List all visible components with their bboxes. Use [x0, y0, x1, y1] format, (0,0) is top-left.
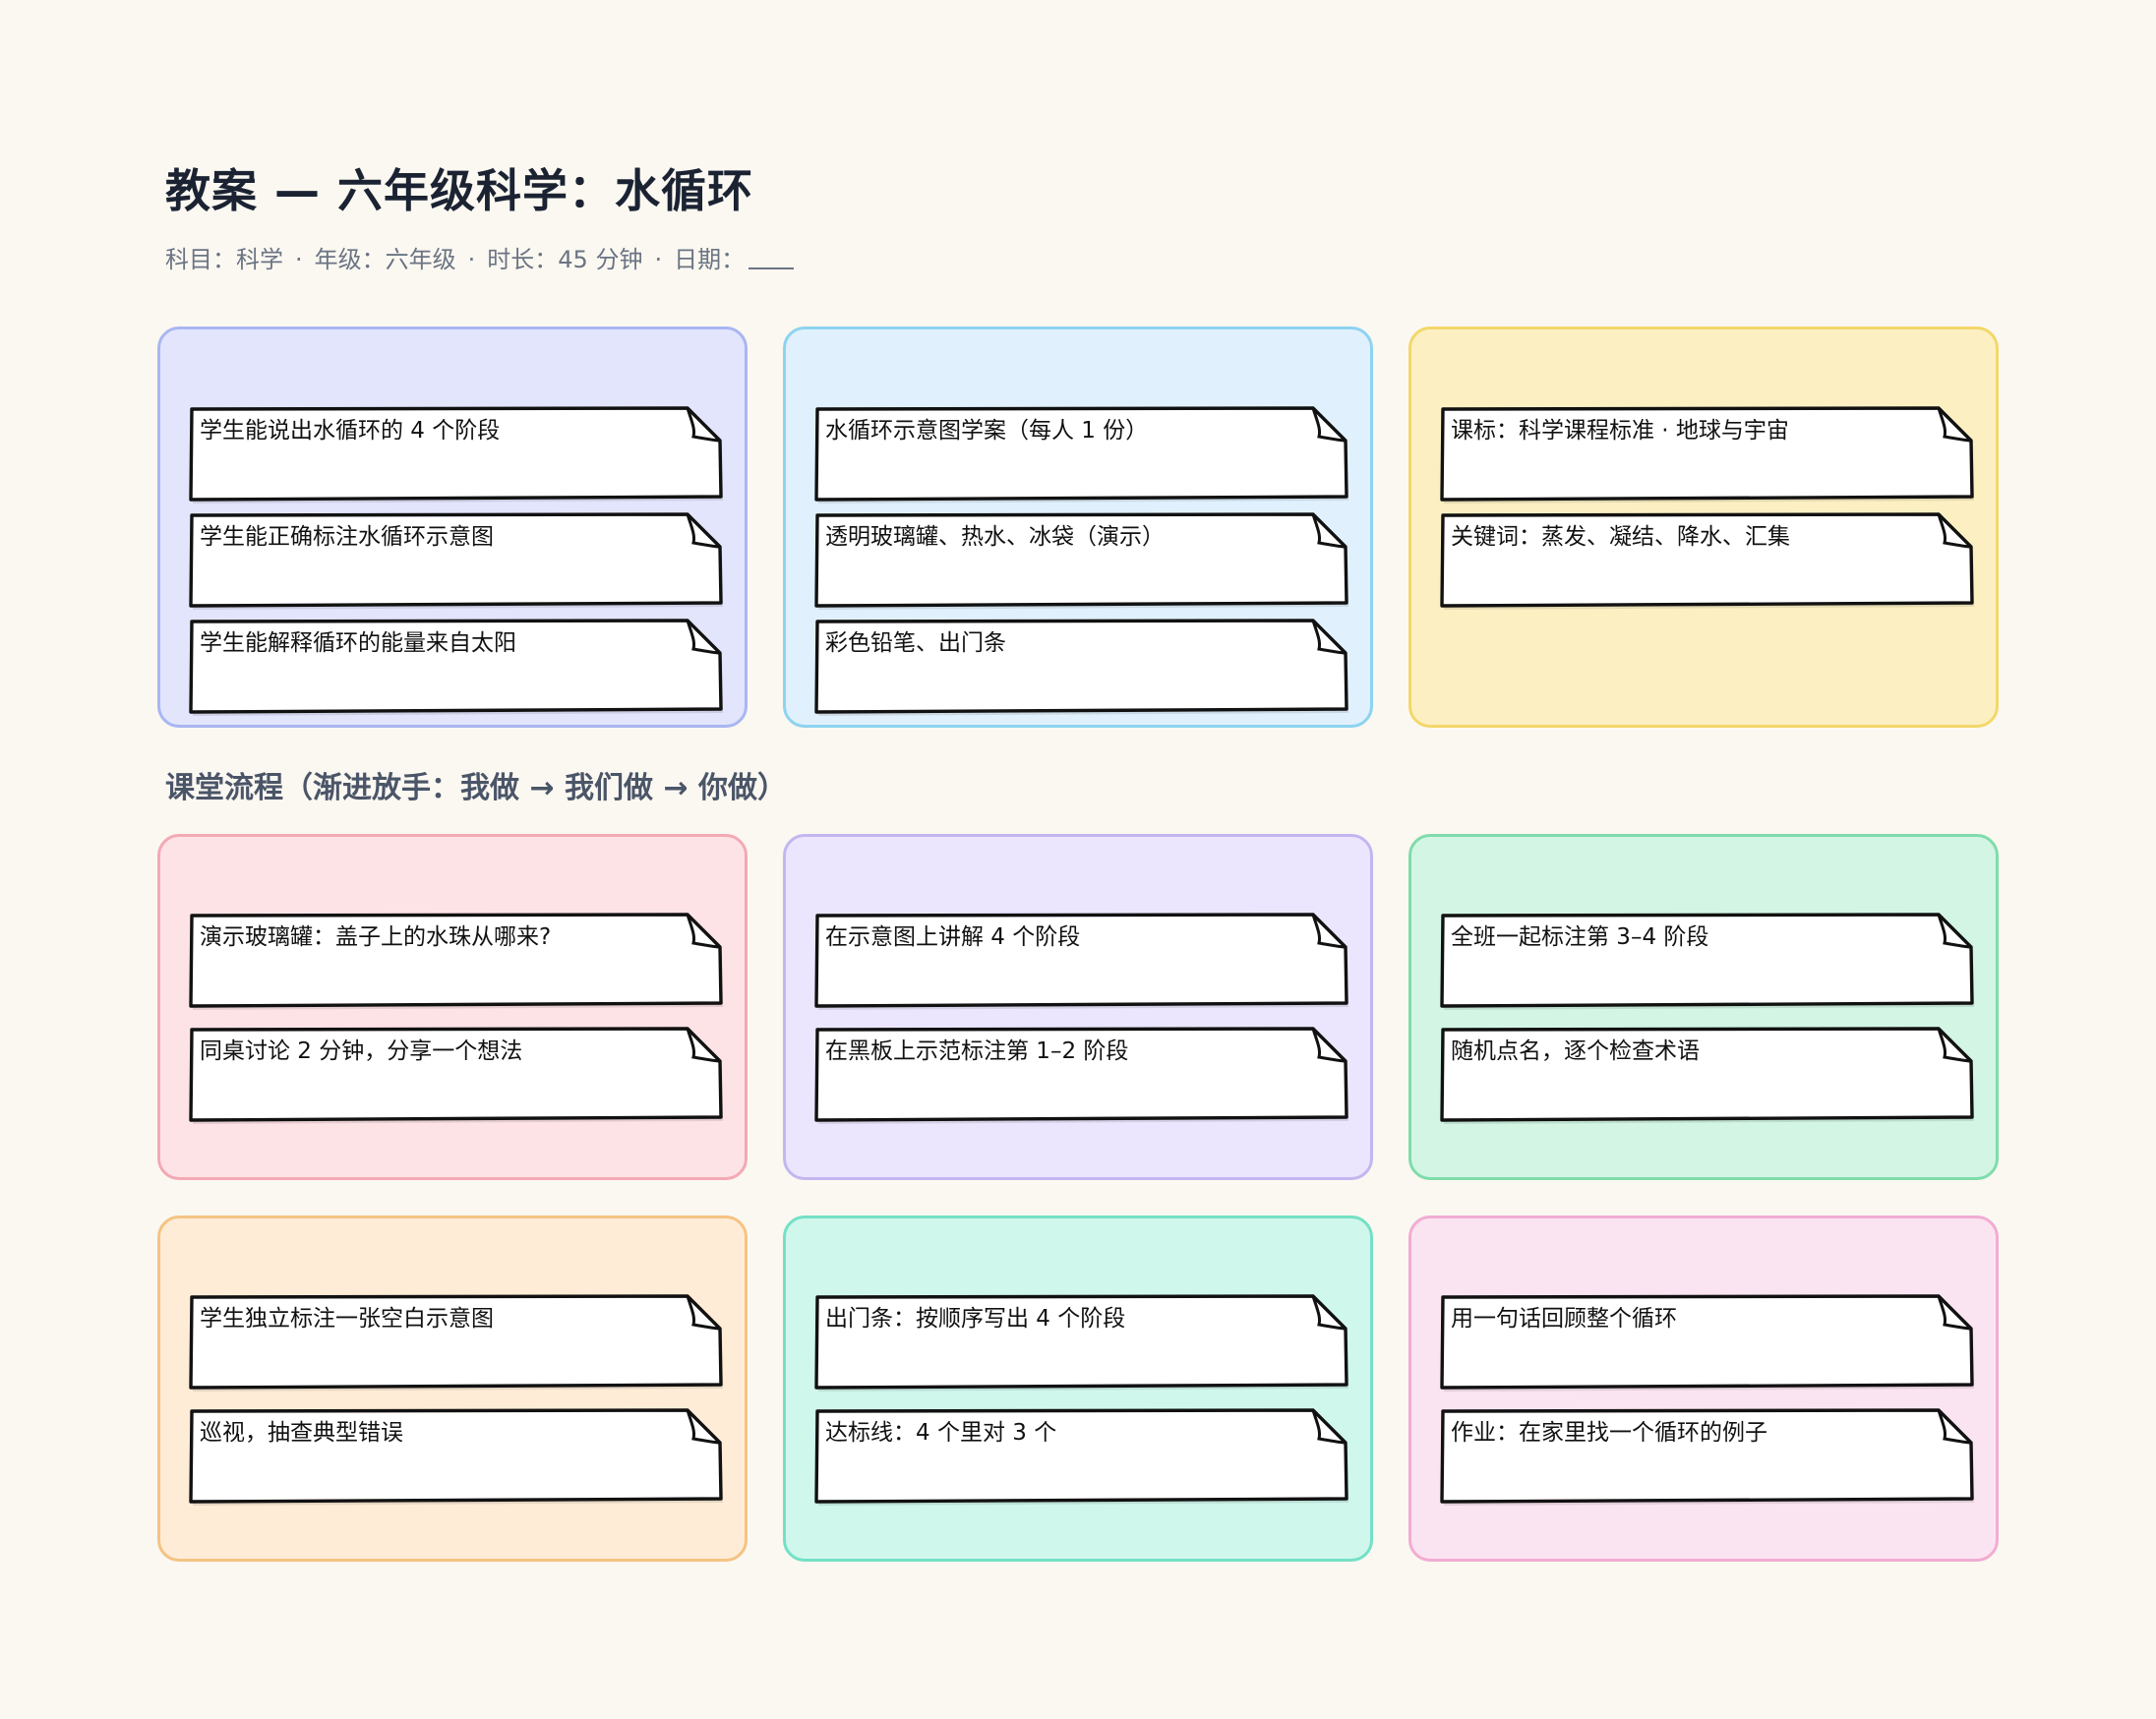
sticky-note-text: 彩色铅笔、出门条: [825, 630, 1006, 656]
note-shape: [189, 512, 723, 610]
sticky-note-text: 学生独立标注一张空白示意图: [200, 1306, 494, 1332]
sticky-note[interactable]: 同桌讨论 2 分钟，分享一个想法: [189, 1027, 723, 1124]
sticky-note[interactable]: 彩色铅笔、出门条: [814, 619, 1348, 716]
note-shape: [1440, 512, 1974, 610]
note-shape: [1440, 406, 1974, 504]
note-shape: [814, 1408, 1348, 1506]
sticky-note[interactable]: 水循环示意图学案（每人 1 份）: [814, 406, 1348, 504]
lesson-board-7: 学生独立标注一张空白示意图巡视，抽查典型错误: [157, 1215, 748, 1562]
note-shape: [189, 406, 723, 504]
sticky-note[interactable]: 在黑板上示范标注第 1–2 阶段: [814, 1027, 1348, 1124]
meta-duration: 时长：45 分钟: [487, 246, 643, 273]
sticky-note[interactable]: 巡视，抽查典型错误: [189, 1408, 723, 1506]
flow-heading: 课堂流程（渐进放手：我做 → 我们做 → 你做）: [165, 771, 788, 805]
meta-subject: 科目：科学: [165, 246, 283, 273]
lesson-board-5: 在示意图上讲解 4 个阶段在黑板上示范标注第 1–2 阶段: [783, 834, 1373, 1180]
sticky-note[interactable]: 学生能解释循环的能量来自太阳: [189, 619, 723, 716]
note-shape: [814, 406, 1348, 504]
meta-separator: ·: [467, 246, 476, 273]
note-shape: [814, 619, 1348, 716]
sticky-note[interactable]: 透明玻璃罐、热水、冰袋（演示）: [814, 512, 1348, 610]
sticky-note[interactable]: 演示玻璃罐：盖子上的水珠从哪来?: [189, 913, 723, 1010]
sticky-note-text: 学生能正确标注水循环示意图: [200, 524, 494, 550]
sticky-note[interactable]: 学生能说出水循环的 4 个阶段: [189, 406, 723, 504]
note-shape: [1440, 1408, 1974, 1506]
sticky-note-text: 课标：科学课程标准 · 地球与宇宙: [1451, 418, 1789, 444]
lesson-board-1: 学生能说出水循环的 4 个阶段学生能正确标注水循环示意图学生能解释循环的能量来自…: [157, 326, 748, 728]
note-shape: [189, 1027, 723, 1124]
note-shape: [1440, 1027, 1974, 1124]
sticky-note[interactable]: 关键词：蒸发、凝结、降水、汇集: [1440, 512, 1974, 610]
note-shape: [814, 1027, 1348, 1124]
sticky-note-text: 学生能解释循环的能量来自太阳: [200, 630, 516, 656]
lesson-board-8: 出门条：按顺序写出 4 个阶段达标线：4 个里对 3 个: [783, 1215, 1373, 1562]
sticky-note-text: 用一句话回顾整个循环: [1451, 1306, 1677, 1332]
note-shape: [1440, 1294, 1974, 1392]
page-title: 教案 — 六年级科学：水循环: [165, 164, 754, 217]
sticky-note-text: 出门条：按顺序写出 4 个阶段: [825, 1306, 1126, 1332]
note-shape: [189, 913, 723, 1010]
date-blank-field[interactable]: [749, 267, 795, 269]
lesson-meta: 科目：科学 · 年级：六年级 · 时长：45 分钟 · 日期：: [165, 240, 795, 274]
sticky-note[interactable]: 在示意图上讲解 4 个阶段: [814, 913, 1348, 1010]
sticky-note[interactable]: 全班一起标注第 3–4 阶段: [1440, 913, 1974, 1010]
lesson-board-9: 用一句话回顾整个循环作业：在家里找一个循环的例子: [1408, 1215, 1999, 1562]
lesson-board-6: 全班一起标注第 3–4 阶段随机点名，逐个检查术语: [1408, 834, 1999, 1180]
meta-separator: ·: [295, 246, 303, 273]
sticky-note-text: 在黑板上示范标注第 1–2 阶段: [825, 1038, 1129, 1064]
sticky-note[interactable]: 随机点名，逐个检查术语: [1440, 1027, 1974, 1124]
note-shape: [814, 512, 1348, 610]
sticky-note[interactable]: 出门条：按顺序写出 4 个阶段: [814, 1294, 1348, 1392]
sticky-note[interactable]: 达标线：4 个里对 3 个: [814, 1408, 1348, 1506]
meta-date: 日期：: [674, 246, 746, 273]
lesson-board-3: 课标：科学课程标准 · 地球与宇宙关键词：蒸发、凝结、降水、汇集: [1408, 326, 1999, 728]
sticky-note-text: 关键词：蒸发、凝结、降水、汇集: [1451, 524, 1790, 550]
sticky-note[interactable]: 学生能正确标注水循环示意图: [189, 512, 723, 610]
note-shape: [814, 1294, 1348, 1392]
sticky-note-text: 巡视，抽查典型错误: [200, 1420, 403, 1446]
sticky-note-text: 同桌讨论 2 分钟，分享一个想法: [200, 1038, 523, 1064]
meta-grade: 年级：六年级: [314, 246, 456, 273]
sticky-note-text: 达标线：4 个里对 3 个: [825, 1420, 1057, 1446]
note-shape: [189, 1408, 723, 1506]
note-shape: [1440, 913, 1974, 1010]
note-shape: [814, 913, 1348, 1010]
note-shape: [189, 619, 723, 716]
sticky-note[interactable]: 课标：科学课程标准 · 地球与宇宙: [1440, 406, 1974, 504]
sticky-note-text: 在示意图上讲解 4 个阶段: [825, 924, 1081, 950]
meta-separator: ·: [654, 246, 663, 273]
sticky-note[interactable]: 学生独立标注一张空白示意图: [189, 1294, 723, 1392]
lesson-board-2: 水循环示意图学案（每人 1 份） 透明玻璃罐、热水、冰袋（演示） 彩色铅笔、出门条: [783, 326, 1373, 728]
sticky-note-text: 透明玻璃罐、热水、冰袋（演示）: [825, 524, 1165, 550]
sticky-note-text: 全班一起标注第 3–4 阶段: [1451, 924, 1709, 950]
note-shape: [189, 1294, 723, 1392]
sticky-note[interactable]: 用一句话回顾整个循环: [1440, 1294, 1974, 1392]
sticky-note[interactable]: 作业：在家里找一个循环的例子: [1440, 1408, 1974, 1506]
sticky-note-text: 学生能说出水循环的 4 个阶段: [200, 418, 501, 444]
sticky-note-text: 随机点名，逐个检查术语: [1451, 1038, 1700, 1064]
lesson-board-4: 演示玻璃罐：盖子上的水珠从哪来? 同桌讨论 2 分钟，分享一个想法: [157, 834, 748, 1180]
sticky-note-text: 演示玻璃罐：盖子上的水珠从哪来?: [200, 924, 552, 950]
sticky-note-text: 水循环示意图学案（每人 1 份）: [825, 418, 1149, 444]
sticky-note-text: 作业：在家里找一个循环的例子: [1451, 1420, 1767, 1446]
